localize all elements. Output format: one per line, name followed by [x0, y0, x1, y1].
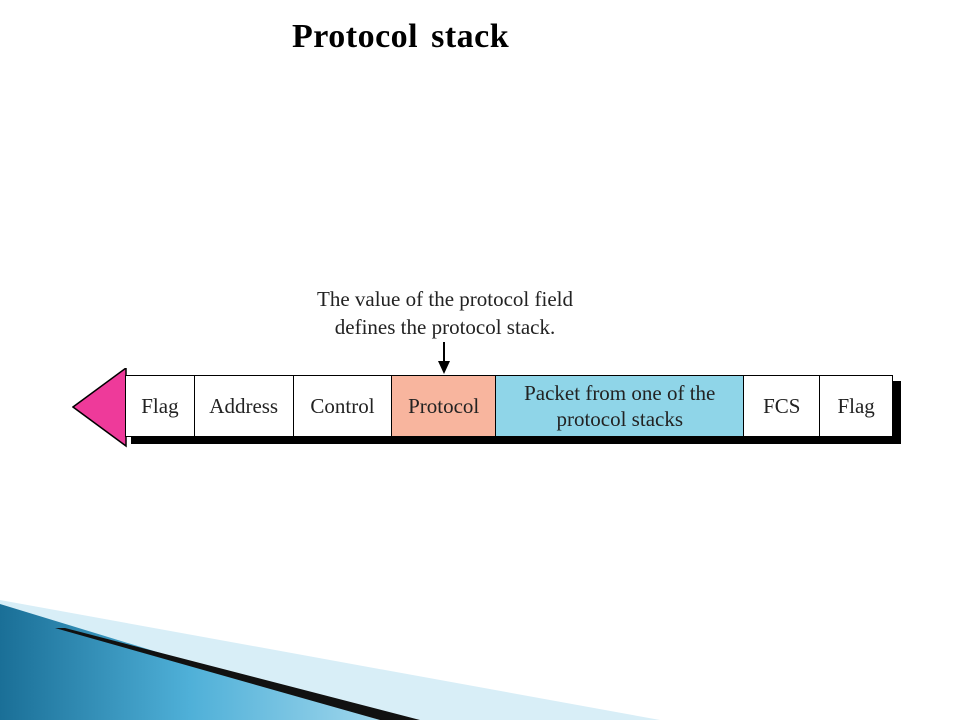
- protocol-label: Protocol: [408, 394, 480, 418]
- packet-label-line-1: Packet from one of the: [524, 381, 716, 405]
- flag-field-start: Flag: [126, 376, 195, 436]
- callout-line-1: The value of the protocol field: [317, 287, 573, 311]
- callout-line-2: defines the protocol stack.: [334, 315, 556, 339]
- fcs-label: FCS: [763, 394, 801, 418]
- slide-title: Protocol stack: [292, 18, 510, 55]
- flag-end-label: Flag: [837, 394, 875, 418]
- frame-direction-arrow-icon: [72, 368, 127, 448]
- address-field: Address: [194, 376, 294, 436]
- packet-label-line-2: protocol stacks: [556, 407, 684, 431]
- packet-field: Packet from one of the protocol stacks: [496, 376, 745, 436]
- packet-label: Packet from one of the protocol stacks: [524, 380, 715, 432]
- protocol-field: Protocol: [392, 376, 497, 436]
- callout-arrow-icon: [438, 361, 450, 374]
- control-label: Control: [310, 394, 375, 418]
- callout-arrow-shaft: [443, 342, 445, 364]
- control-field: Control: [293, 376, 393, 436]
- ppp-frame: Flag Address Control Protocol Packet fro…: [125, 375, 893, 437]
- bottom-decoration: [0, 600, 660, 720]
- fcs-field: FCS: [744, 376, 821, 436]
- flag-field-end: Flag: [820, 376, 893, 436]
- protocol-field-callout: The value of the protocol field defines …: [270, 285, 620, 341]
- address-label: Address: [209, 394, 279, 418]
- flag-start-label: Flag: [141, 394, 179, 418]
